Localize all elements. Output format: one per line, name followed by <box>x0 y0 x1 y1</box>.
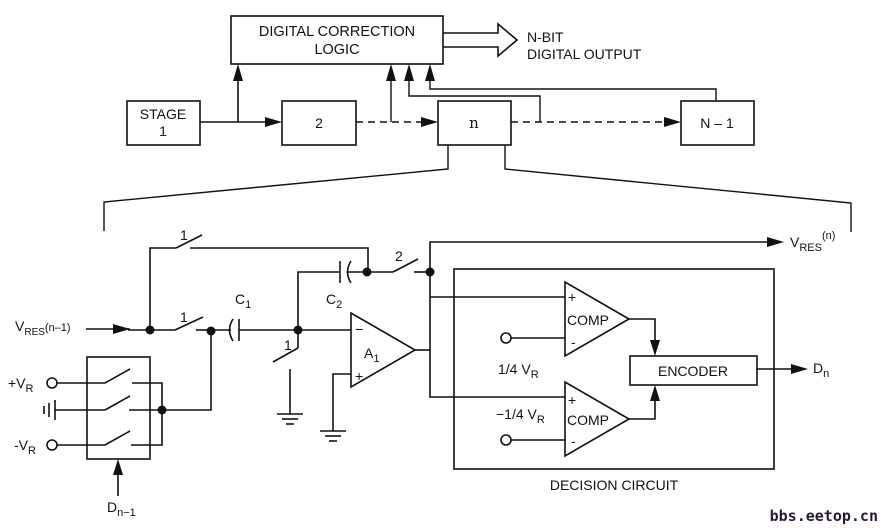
stage-n-label: n <box>469 114 479 132</box>
wire <box>332 373 351 431</box>
opamp-plus-sign: + <box>355 368 363 384</box>
svg-text:VRES(n–1): VRES(n–1) <box>15 318 71 338</box>
pos-ref-label: +VR <box>8 375 34 395</box>
stage-1-number: 1 <box>159 123 167 139</box>
ground-icon <box>43 400 56 420</box>
ground-icon <box>277 413 303 425</box>
arrowhead <box>265 117 282 127</box>
mux-output-wire <box>162 331 212 411</box>
top-bypass-wire-right <box>190 247 369 271</box>
mux-switch-neg[interactable] <box>104 430 131 446</box>
svg-text:+: + <box>568 392 576 408</box>
switch-phase2-label: 2 <box>395 248 403 264</box>
arrowhead <box>404 64 414 81</box>
mux-switch-pos[interactable] <box>104 368 131 384</box>
ground-icon <box>320 430 346 442</box>
arrowhead <box>421 117 438 127</box>
output-label-line2: DIGITAL OUTPUT <box>527 46 642 62</box>
arrowhead <box>650 385 660 401</box>
arrowhead <box>791 364 808 374</box>
junction-dot <box>157 405 167 415</box>
switch-phase1-ground[interactable] <box>272 347 299 363</box>
stagen-to-correction-wire <box>408 80 541 122</box>
stage-n-minus-1-block: N – 1 <box>680 100 755 146</box>
arrowhead <box>664 117 681 127</box>
switch-phase1-ground-label: 1 <box>284 337 292 353</box>
feedback-wire <box>297 271 339 330</box>
svg-text:-: - <box>571 433 576 449</box>
zoom-bracket-right <box>504 145 852 232</box>
comparator-2: + COMP - <box>564 380 631 458</box>
comp2-plus-wire <box>429 350 565 398</box>
threshold-terminal-2 <box>500 434 512 446</box>
opamp-label: A1 <box>364 345 379 365</box>
mux-switch-ground[interactable] <box>104 395 131 411</box>
stage-2-block: 2 <box>281 100 357 146</box>
output-arrowhead <box>767 237 784 247</box>
stage-1-block: STAGE 1 <box>126 100 201 146</box>
stage-n-minus-1-label: N – 1 <box>700 115 734 131</box>
threshold-terminal-1 <box>500 332 512 344</box>
switch-phase2[interactable] <box>392 258 419 273</box>
dn-output-label: Dn <box>813 360 829 380</box>
svg-text:-: - <box>571 334 576 350</box>
correction-block-title: DIGITAL CORRECTION <box>259 24 415 40</box>
opamp-minus-sign: − <box>355 321 363 337</box>
correction-block-subtitle: LOGIC <box>314 42 359 58</box>
capacitor-c2-label: C2 <box>326 291 342 311</box>
arrowhead <box>650 340 660 356</box>
switch-phase1-input-label: 1 <box>180 309 188 325</box>
input-arrowhead <box>113 324 130 334</box>
svg-text:+: + <box>568 289 576 305</box>
digital-output-bus-arrow <box>443 22 519 58</box>
arrowhead <box>425 64 435 81</box>
arrowhead <box>113 459 123 475</box>
capacitor-c1-label: C1 <box>235 291 251 311</box>
comparator-1: + COMP - <box>564 280 631 358</box>
comp1-to-encoder-wire <box>629 318 656 343</box>
neg-ref-label: -VR <box>14 437 36 457</box>
threshold-2-label: −1/4 VR <box>496 406 545 426</box>
junction-dot <box>362 267 372 277</box>
stage-2-label: 2 <box>315 115 323 131</box>
svg-text:VRES(n): VRES(n) <box>790 230 835 254</box>
encoder-label: ENCODER <box>658 363 728 379</box>
arrowhead <box>386 64 396 81</box>
threshold-1-label: 1/4 VR <box>498 361 539 381</box>
switch-phase1-top[interactable] <box>175 234 203 249</box>
switch-phase1-top-label: 1 <box>180 227 188 243</box>
switch-phase1-input[interactable] <box>174 316 204 331</box>
svg-text:COMP: COMP <box>567 312 609 328</box>
stage-1-label: STAGE <box>140 106 186 122</box>
comp2-to-encoder-wire <box>629 399 656 420</box>
stage-n-block: n <box>437 100 512 146</box>
control-label: Dn−1 <box>107 499 136 519</box>
zoom-bracket-left <box>103 145 449 231</box>
digital-correction-logic-block: DIGITAL CORRECTION LOGIC <box>230 15 444 65</box>
top-bypass-wire <box>149 247 176 330</box>
arrowhead <box>233 64 243 81</box>
decision-circuit-label: DECISION CIRCUIT <box>550 477 679 493</box>
capacitor-c1-curved-plate <box>228 318 234 342</box>
watermark: bbs.eetop.cn <box>770 507 878 525</box>
stageN1-to-correction-wire <box>429 80 717 101</box>
encoder-block: ENCODER <box>629 355 758 386</box>
vres-input-label: VRES(n–1) <box>15 318 71 338</box>
vres-output-label: VRES(n) <box>790 230 835 254</box>
output-label-line1: N-BIT <box>527 29 564 45</box>
opamp-a1: − + A1 <box>350 311 417 389</box>
svg-text:COMP: COMP <box>567 412 609 428</box>
capacitor-c2-curved-plate <box>346 260 352 284</box>
reference-mux-block <box>46 356 163 460</box>
residue-output-wire <box>429 241 770 350</box>
